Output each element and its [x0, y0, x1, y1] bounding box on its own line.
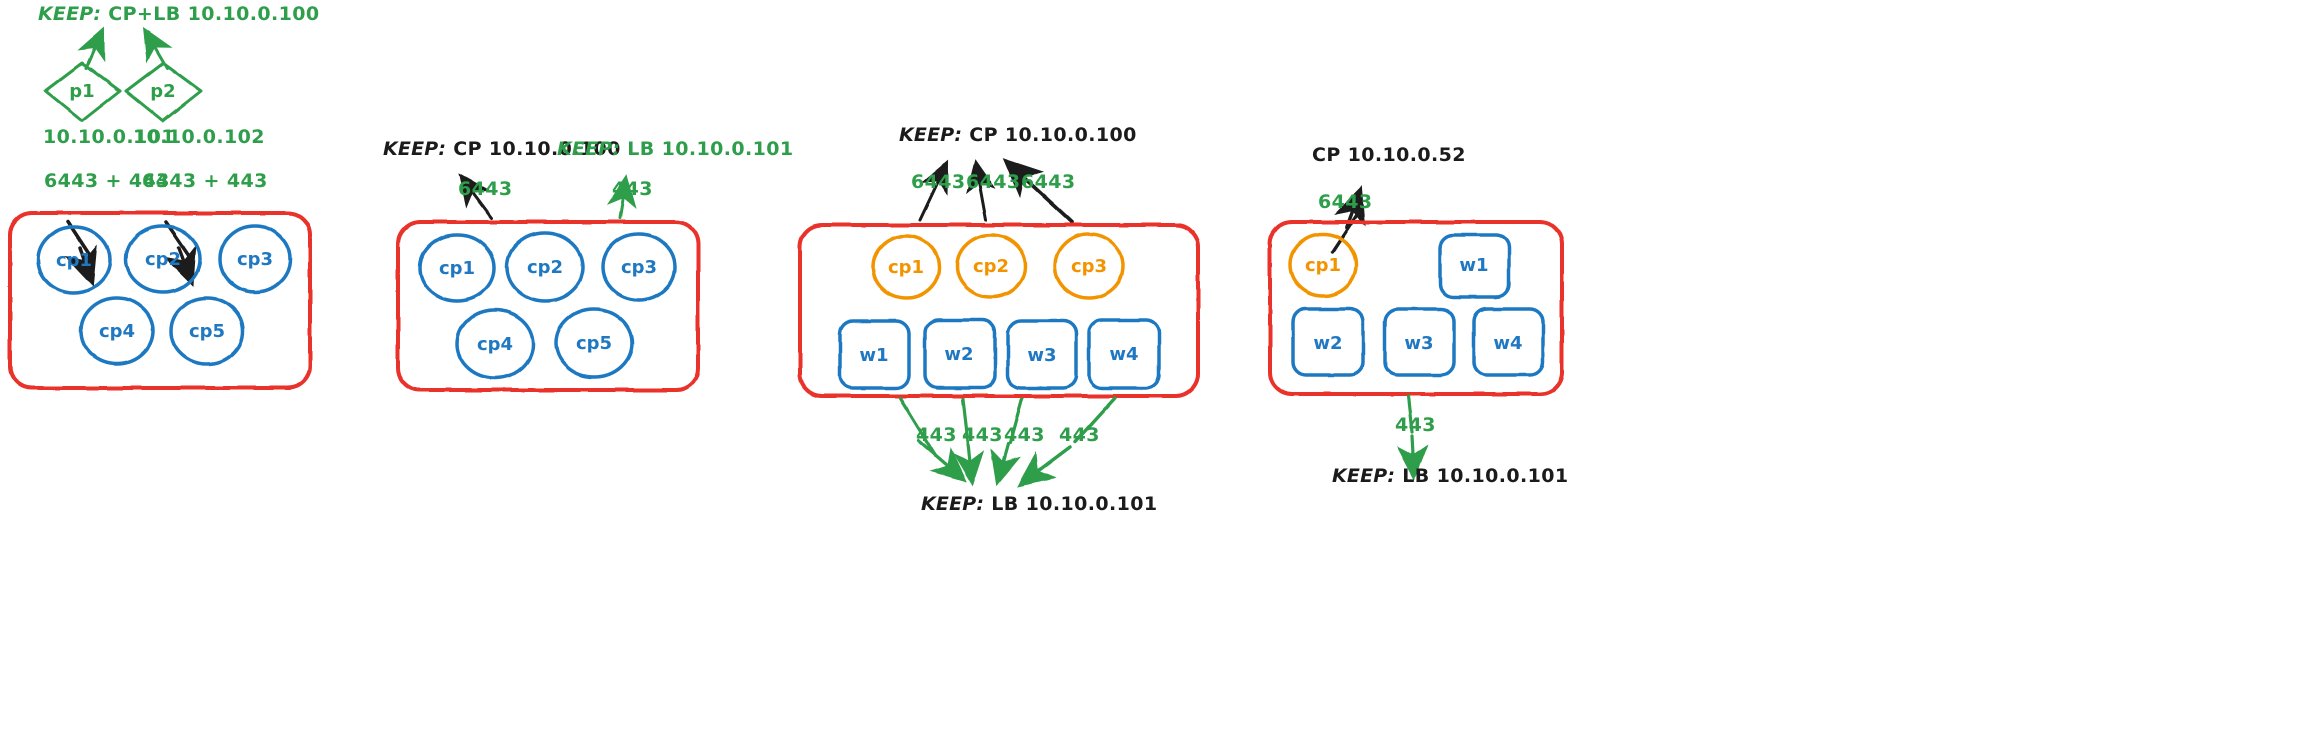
node-label-p2-cp3: cp3	[620, 257, 658, 278]
proxy-node-p1-shape	[43, 61, 122, 123]
panel-3-bottom-port-2: 443	[962, 424, 1003, 446]
node-shape-p4-w1	[1438, 233, 1511, 299]
panel-1-port-label-2: 6443 + 443	[142, 170, 268, 192]
node-label-p3-cp1: cp1	[887, 257, 925, 278]
panel-1-vip-label: KEEP: CP+LB 10.10.0.100	[38, 3, 320, 25]
panel-2-port-443: 443	[612, 178, 653, 200]
panel-3-cp-vip-label: KEEP: CP 10.10.0.100	[899, 124, 1137, 146]
node-label-p2-cp5: cp5	[575, 333, 613, 354]
node-label-p3-w2: w2	[944, 344, 974, 365]
proxy-node-p2-label: p2	[150, 81, 176, 102]
node-label-p3-w3: w3	[1027, 345, 1057, 366]
panel-4-bottom-arrow	[1396, 394, 1429, 481]
panel-4-bottom-port-1: 443	[1395, 414, 1436, 436]
panel-3-lb-vip-label: KEEP: LB 10.10.0.101	[921, 493, 1158, 515]
node-shape-p3-w2	[923, 318, 997, 390]
node-shape-p3-cp1	[871, 234, 941, 300]
node-shape-p3-cp3	[1053, 232, 1125, 300]
node-shape-cp4	[79, 296, 155, 366]
node-label-p3-w1: w1	[859, 345, 889, 366]
node-label-cp2: cp2	[144, 249, 182, 270]
node-shape-p2-cp4	[455, 308, 535, 380]
panel-3-cluster-box	[798, 223, 1200, 398]
panel-3-top-port-1: 6443	[911, 171, 966, 193]
node-label-p4-w3: w3	[1404, 333, 1434, 354]
node-shape-p2-cp3	[601, 232, 677, 302]
node-shape-p2-cp2	[505, 231, 585, 303]
node-shape-p4-w2	[1291, 307, 1365, 377]
node-label-cp3: cp3	[236, 249, 274, 270]
panel-4-cluster-box	[1268, 220, 1564, 396]
node-label-p2-cp4: cp4	[476, 334, 514, 355]
proxy-p1-ip: 10.10.0.101	[43, 126, 175, 148]
node-label-p4-cp1: cp1	[1304, 255, 1342, 276]
node-label-p2-cp1: cp1	[438, 258, 476, 279]
proxy-node-p1-label: p1	[69, 81, 95, 102]
panel-1-port-label-1: 6443 + 443	[44, 170, 170, 192]
node-shape-p2-cp5	[554, 307, 634, 379]
node-shape-p4-w4	[1472, 307, 1545, 377]
proxy-p2-ip: 10.10.0.102	[133, 126, 265, 148]
node-shape-p3-w3	[1006, 319, 1078, 390]
panel-2-port-6443: 6443	[458, 178, 513, 200]
panel-3-bottom-port-1: 443	[916, 424, 957, 446]
node-label-cp1: cp1	[55, 250, 93, 271]
node-shape-p3-cp2	[955, 233, 1027, 299]
node-label-cp5: cp5	[188, 321, 226, 342]
node-shape-p3-w4	[1087, 318, 1161, 390]
panel-3-top-port-2: 6443	[966, 171, 1021, 193]
node-label-p3-cp2: cp2	[972, 256, 1010, 277]
node-label-p3-cp3: cp3	[1070, 256, 1108, 277]
panel-3-bottom-arrows	[898, 396, 1117, 488]
node-label-p3-w4: w4	[1109, 344, 1139, 365]
node-shape-p4-w3	[1383, 307, 1456, 377]
node-shape-p3-w1	[838, 319, 911, 390]
panel-2-arrows	[458, 173, 637, 220]
panel-3-bottom-port-3: 443	[1004, 424, 1045, 446]
panel-3-top-port-3: 6443	[1021, 171, 1076, 193]
node-shape-cp2	[124, 224, 202, 294]
panel-2-cluster-box	[396, 220, 700, 392]
panel-2-lb-vip-label: KEEP: LB 10.10.0.101	[557, 138, 794, 160]
node-shape-p2-cp1	[418, 233, 496, 303]
panel-3-top-arrows	[918, 158, 1074, 224]
panel-3-bottom-port-4: 443	[1059, 424, 1100, 446]
node-label-cp4: cp4	[98, 321, 136, 342]
node-shape-cp5	[169, 296, 245, 366]
node-shape-p4-cp1	[1288, 232, 1358, 298]
node-label-p2-cp2: cp2	[526, 257, 564, 278]
node-shape-cp1	[36, 225, 112, 295]
node-shape-cp3	[218, 224, 292, 294]
panel-4-cp-vip-label: CP 10.10.0.52	[1312, 144, 1466, 166]
node-label-p4-w1: w1	[1459, 255, 1489, 276]
panel-4-top-port-1: 6443	[1318, 191, 1373, 213]
panel-1-vip-arrows	[77, 26, 173, 70]
node-label-p4-w2: w2	[1313, 333, 1343, 354]
panel-1-cluster-box	[8, 211, 312, 390]
panel-2-cp-vip-label: KEEP: CP 10.10.0.100	[383, 138, 621, 160]
panel-4-lb-vip-label: KEEP: LB 10.10.0.101	[1332, 465, 1569, 487]
node-label-p4-w4: w4	[1493, 333, 1523, 354]
proxy-node-p2-shape	[124, 61, 203, 123]
